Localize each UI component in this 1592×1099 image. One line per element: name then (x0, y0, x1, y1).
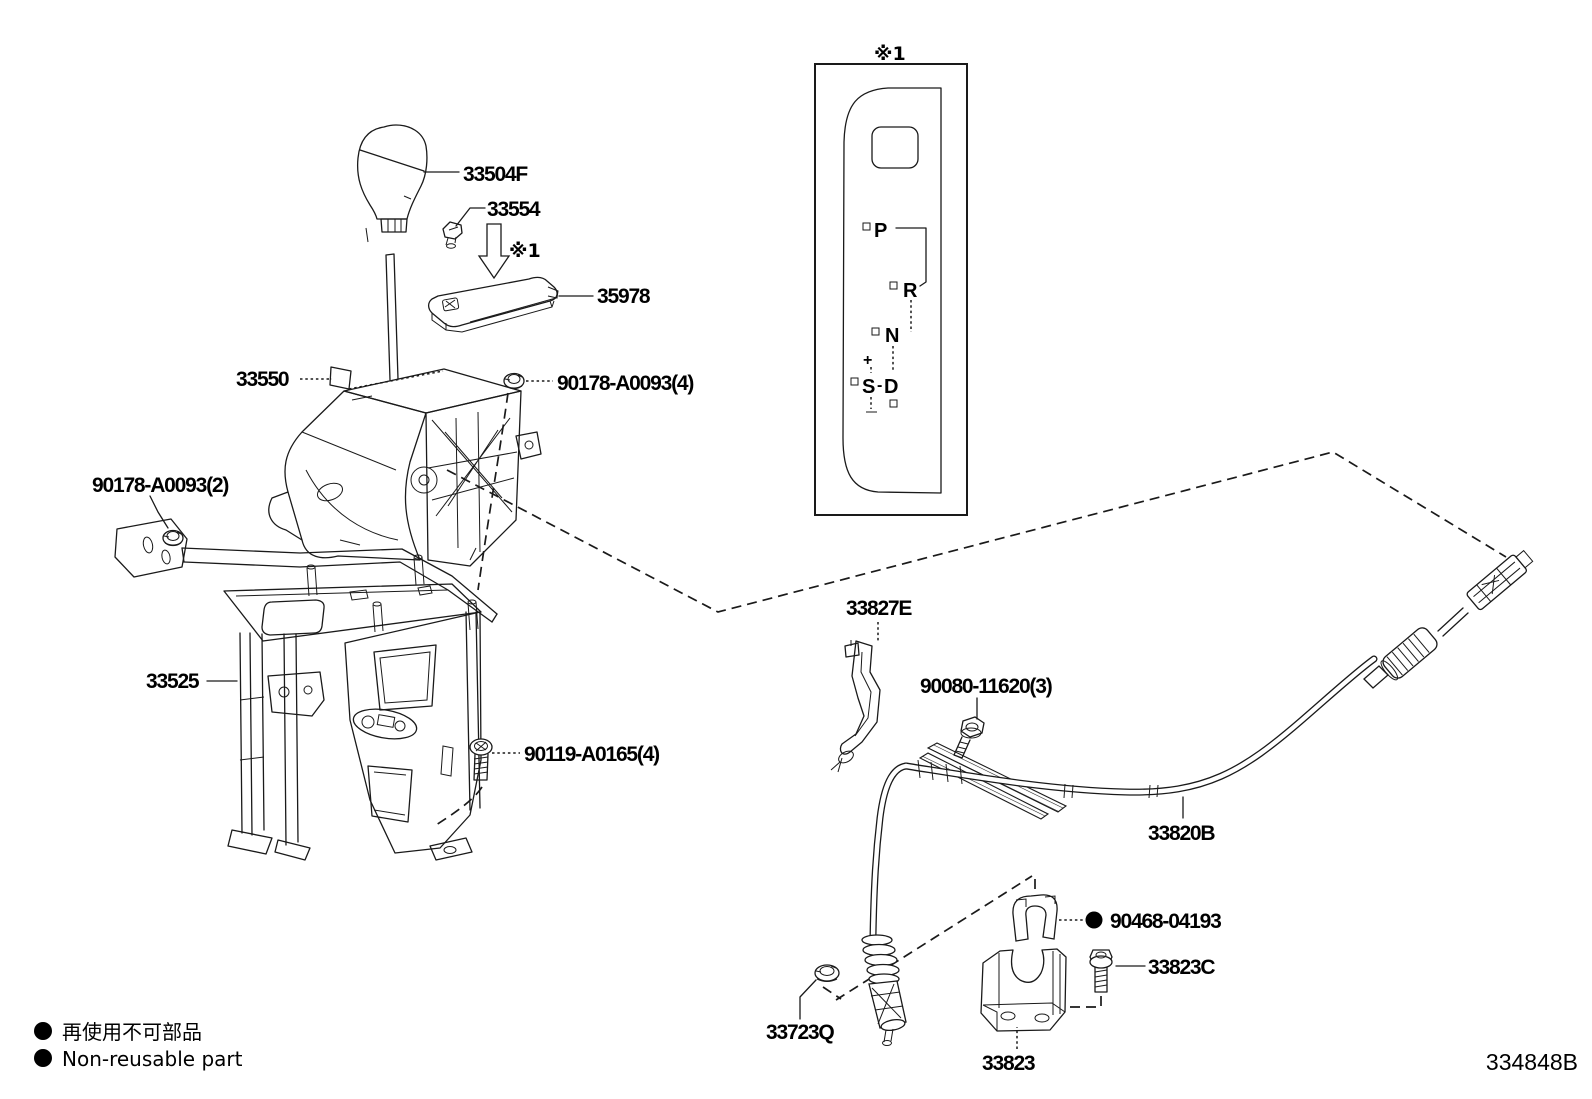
lever-bracket (115, 519, 497, 860)
lever-shaft (386, 254, 398, 380)
gate-sd-dash: - (877, 377, 882, 394)
part-label-33723q: 33723Q (766, 1021, 834, 1044)
legend-bullet-icon (34, 1049, 52, 1067)
part-label-90468: 90468-04193 (1110, 910, 1221, 933)
part-label-33554: 33554 (487, 198, 541, 221)
control-cable (862, 548, 1535, 1046)
slide-cover-plate (429, 277, 558, 332)
gate-p: P (874, 220, 887, 242)
install-arrow-icon: ※1 (479, 224, 541, 278)
hex-bolt-90080 (954, 717, 984, 758)
cable-end-connector (1466, 548, 1535, 611)
legend-bullet-icon (34, 1022, 52, 1040)
part-label-35978: 35978 (597, 285, 651, 308)
part-label-33820b: 33820B (1148, 822, 1215, 845)
part-label-33525: 33525 (146, 670, 200, 693)
legend-text-en: Non-reusable part (62, 1047, 243, 1071)
legend: 再使用不可部品 Non-reusable part (34, 1020, 243, 1071)
shift-gate-inset: ※1 P R N + S - D (815, 43, 967, 515)
gate-plus: + (863, 352, 872, 369)
drawing-code: 334848B (1486, 1049, 1578, 1075)
flange-nut-90178-4 (504, 374, 524, 389)
part-labels: 33504F 33554 35978 33550 90178-A0093(4) … (92, 163, 1222, 1075)
inset-frame (815, 64, 967, 515)
part-label-90178-4: 90178-A0093(4) (557, 372, 693, 395)
shift-knob (358, 125, 427, 242)
legend-text-jp: 再使用不可部品 (62, 1020, 202, 1044)
cable-adjuster (1378, 625, 1440, 683)
gate-n: N (885, 325, 899, 347)
clamp-bracket (981, 949, 1066, 1031)
shiftlock-button-hole (872, 127, 918, 168)
console-panel-outline (843, 88, 941, 493)
u-clip (1013, 895, 1057, 941)
part-label-33823: 33823 (982, 1052, 1035, 1075)
part-label-90178-2: 90178-A0093(2) (92, 474, 228, 497)
cable-boot-spring (862, 935, 906, 1046)
part-label-33827e: 33827E (846, 597, 912, 620)
part-label-90119: 90119-A0165(4) (524, 743, 659, 766)
reference-dashed-lines (436, 393, 1506, 1007)
cable-bracket (831, 640, 880, 772)
inset-note: ※1 (874, 43, 906, 65)
non-reusable-dot (1085, 911, 1103, 929)
shift-lever-assembly (269, 367, 541, 566)
part-label-90080: 90080-11620(3) (920, 675, 1052, 698)
arrow-note: ※1 (509, 240, 541, 262)
gate-s: S (862, 376, 875, 398)
gate-r: R (903, 280, 918, 302)
clamp-bolt (1090, 950, 1112, 992)
flange-nut-90178-2 (163, 531, 183, 546)
gate-d: D (884, 376, 898, 398)
lock-nut (815, 965, 839, 982)
washer-screw-90119 (470, 739, 492, 780)
part-label-33550: 33550 (236, 368, 289, 391)
part-label-33504f: 33504F (463, 163, 528, 186)
detent-clip (443, 222, 462, 248)
part-label-33823c: 33823C (1148, 956, 1215, 979)
